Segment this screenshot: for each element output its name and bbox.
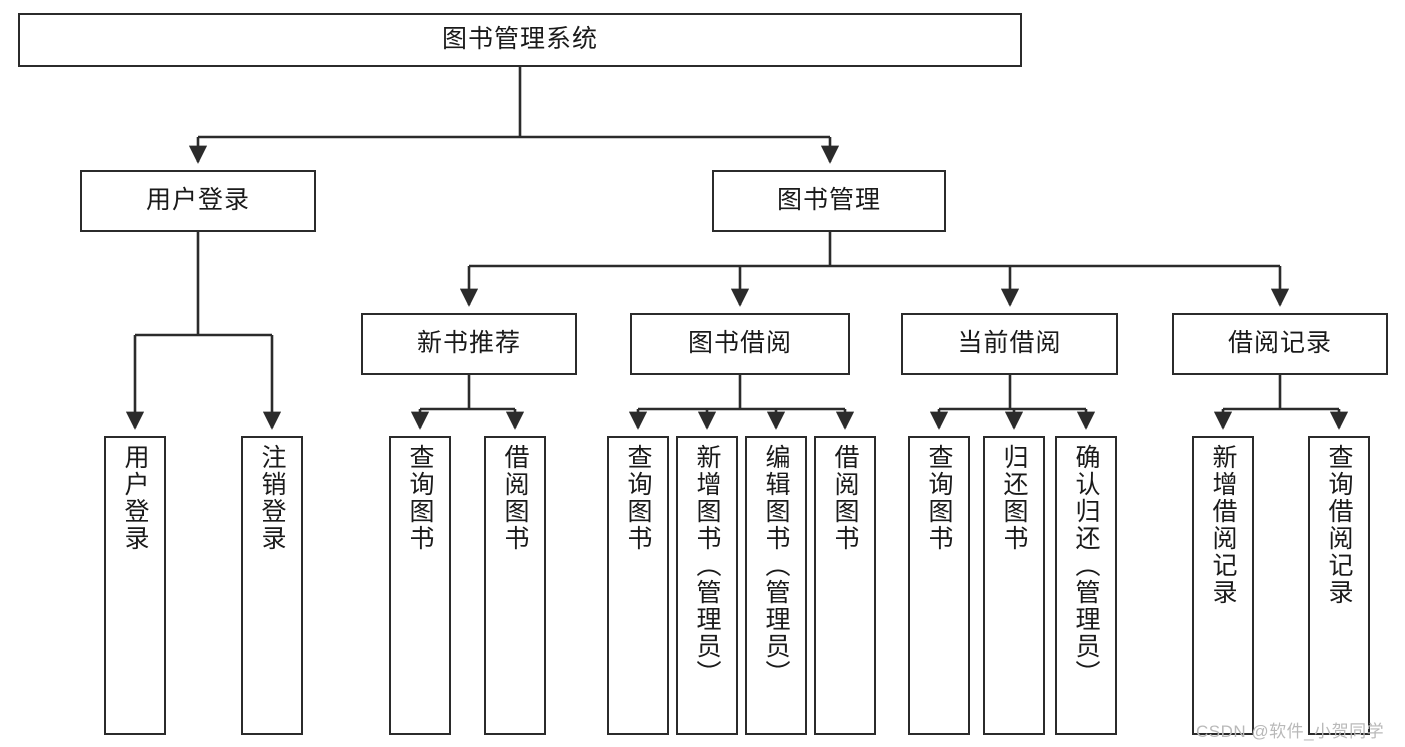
node-leaf-edit-book-admin[interactable]: 编辑图书（管理员）	[745, 436, 807, 735]
node-book-manage[interactable]: 图书管理	[712, 170, 946, 232]
node-leaf-logout-login[interactable]: 注销登录	[241, 436, 303, 735]
node-user-login[interactable]: 用户登录	[80, 170, 316, 232]
csdn-watermark: CSDN @软件_小贺同学	[1196, 722, 1385, 741]
node-leaf-return-book[interactable]: 归还图书	[983, 436, 1045, 735]
node-borrow-record-label: 借阅记录	[1227, 329, 1332, 358]
node-leaf-confirm-return-admin[interactable]: 确认归还（管理员）	[1055, 436, 1117, 735]
node-leaf-return-book-label: 归还图书	[1000, 444, 1028, 552]
node-leaf-add-book-admin[interactable]: 新增图书（管理员）	[676, 436, 738, 735]
node-current-borrow[interactable]: 当前借阅	[901, 313, 1118, 375]
node-leaf-borrow-book-recommend[interactable]: 借阅图书	[484, 436, 546, 735]
node-book-borrow[interactable]: 图书借阅	[630, 313, 850, 375]
node-new-book-recommend[interactable]: 新书推荐	[361, 313, 577, 375]
node-leaf-borrow-book-label: 借阅图书	[831, 444, 859, 552]
node-root[interactable]: 图书管理系统	[18, 13, 1022, 67]
node-leaf-user-login[interactable]: 用户登录	[104, 436, 166, 735]
node-leaf-query-book-recommend-label: 查询图书	[406, 444, 434, 552]
node-leaf-query-borrow-record[interactable]: 查询借阅记录	[1308, 436, 1370, 735]
node-leaf-logout-login-label: 注销登录	[258, 444, 286, 552]
node-leaf-query-book-borrow-label: 查询图书	[624, 444, 652, 552]
node-book-borrow-label: 图书借阅	[687, 329, 792, 358]
node-leaf-user-login-label: 用户登录	[121, 444, 149, 552]
node-leaf-add-borrow-record-label: 新增借阅记录	[1209, 444, 1237, 606]
node-book-manage-label: 图书管理	[776, 186, 881, 215]
node-root-label: 图书管理系统	[441, 25, 598, 54]
node-new-book-recommend-label: 新书推荐	[416, 329, 521, 358]
node-leaf-query-book-recommend[interactable]: 查询图书	[389, 436, 451, 735]
node-leaf-borrow-book-recommend-label: 借阅图书	[501, 444, 529, 552]
node-current-borrow-label: 当前借阅	[957, 329, 1062, 358]
node-leaf-add-book-admin-label: 新增图书（管理员）	[693, 444, 721, 687]
node-leaf-borrow-book[interactable]: 借阅图书	[814, 436, 876, 735]
node-leaf-query-book-current-label: 查询图书	[925, 444, 953, 552]
node-user-login-label: 用户登录	[145, 186, 250, 215]
node-leaf-query-book-borrow[interactable]: 查询图书	[607, 436, 669, 735]
node-leaf-edit-book-admin-label: 编辑图书（管理员）	[762, 444, 790, 687]
node-leaf-query-book-current[interactable]: 查询图书	[908, 436, 970, 735]
node-leaf-confirm-return-admin-label: 确认归还（管理员）	[1072, 444, 1100, 687]
node-leaf-add-borrow-record[interactable]: 新增借阅记录	[1192, 436, 1254, 735]
node-borrow-record[interactable]: 借阅记录	[1172, 313, 1388, 375]
node-leaf-query-borrow-record-label: 查询借阅记录	[1325, 444, 1353, 606]
